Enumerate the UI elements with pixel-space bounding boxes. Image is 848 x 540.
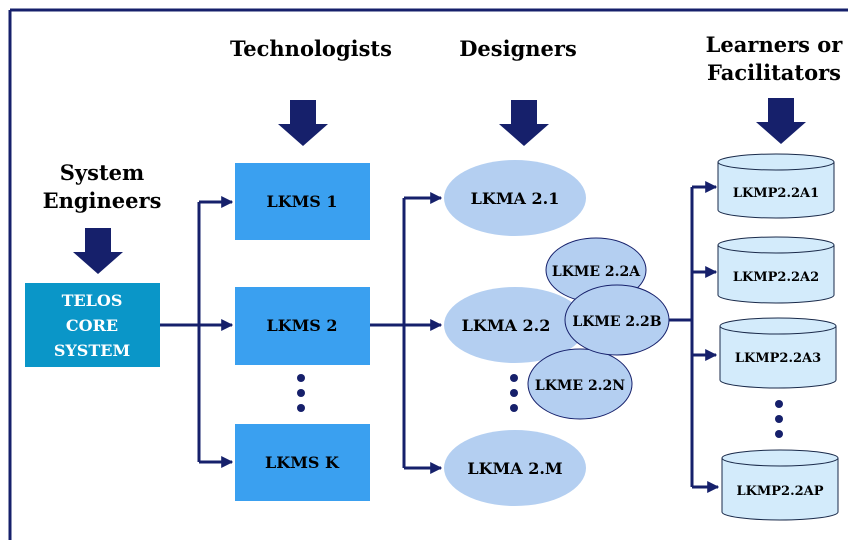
lkms-label-k: LKMS K xyxy=(265,453,340,472)
lkmp-label-a1: LKMP2.2A1 xyxy=(733,186,819,201)
lkmp-label-a2: LKMP2.2A2 xyxy=(733,270,819,285)
down-arrow-learners xyxy=(756,98,806,144)
lkme-label-2-2n: LKME 2.2N xyxy=(535,378,625,394)
lkms-label-2: LKMS 2 xyxy=(266,316,337,335)
lkmp-cylinder-a1 xyxy=(717,153,835,219)
lkme-label-2-2a: LKME 2.2A xyxy=(552,264,641,280)
header-learners-line1: Learners or xyxy=(706,32,844,57)
lkma-ellipse-2-m xyxy=(444,430,586,506)
header-designers: Designers xyxy=(459,36,577,61)
lkms-label-1: LKMS 1 xyxy=(266,192,337,211)
telos-core-system-box xyxy=(25,283,160,367)
lkma-label-2-m: LKMA 2.M xyxy=(467,459,562,478)
core-label-line2: CORE xyxy=(66,316,118,335)
lkme-ellipse-2-2n xyxy=(527,348,633,420)
header-system-engineers-line2: Engineers xyxy=(43,188,162,213)
lkma-label-2-1: LKMA 2.1 xyxy=(471,189,560,208)
lkme-label-2-2b: LKME 2.2B xyxy=(572,314,661,330)
lkmp-cylinder-a3 xyxy=(719,317,837,389)
lkmp-continuation-dots xyxy=(775,400,783,438)
header-learners-line2: Facilitators xyxy=(707,60,841,85)
lkmp-label-ap: LKMP2.2AP xyxy=(736,484,823,499)
lkma-label-2-2: LKMA 2.2 xyxy=(462,316,551,335)
lkms-box-k xyxy=(235,424,370,501)
down-arrow-system-engineers xyxy=(73,228,123,274)
down-arrow-technologists xyxy=(278,100,328,146)
down-arrow-designers xyxy=(499,100,549,146)
lkmp-cylinder-ap xyxy=(721,449,839,521)
lkms-box-2 xyxy=(235,287,370,365)
core-label-line1: TELOS xyxy=(62,291,123,310)
lkmp-cylinder-a2 xyxy=(717,236,835,304)
lkms-continuation-dots xyxy=(297,374,305,412)
lkma-ellipse-2-1 xyxy=(444,160,586,236)
lkma-continuation-dots xyxy=(510,374,518,412)
header-system-engineers-line1: System xyxy=(60,160,144,185)
lkms-box-1 xyxy=(235,163,370,240)
header-technologists: Technologists xyxy=(230,36,392,61)
core-label-line3: SYSTEM xyxy=(54,341,130,360)
lkmp-label-a3: LKMP2.2A3 xyxy=(735,351,821,366)
lkma-ellipse-2-2 xyxy=(444,287,586,363)
